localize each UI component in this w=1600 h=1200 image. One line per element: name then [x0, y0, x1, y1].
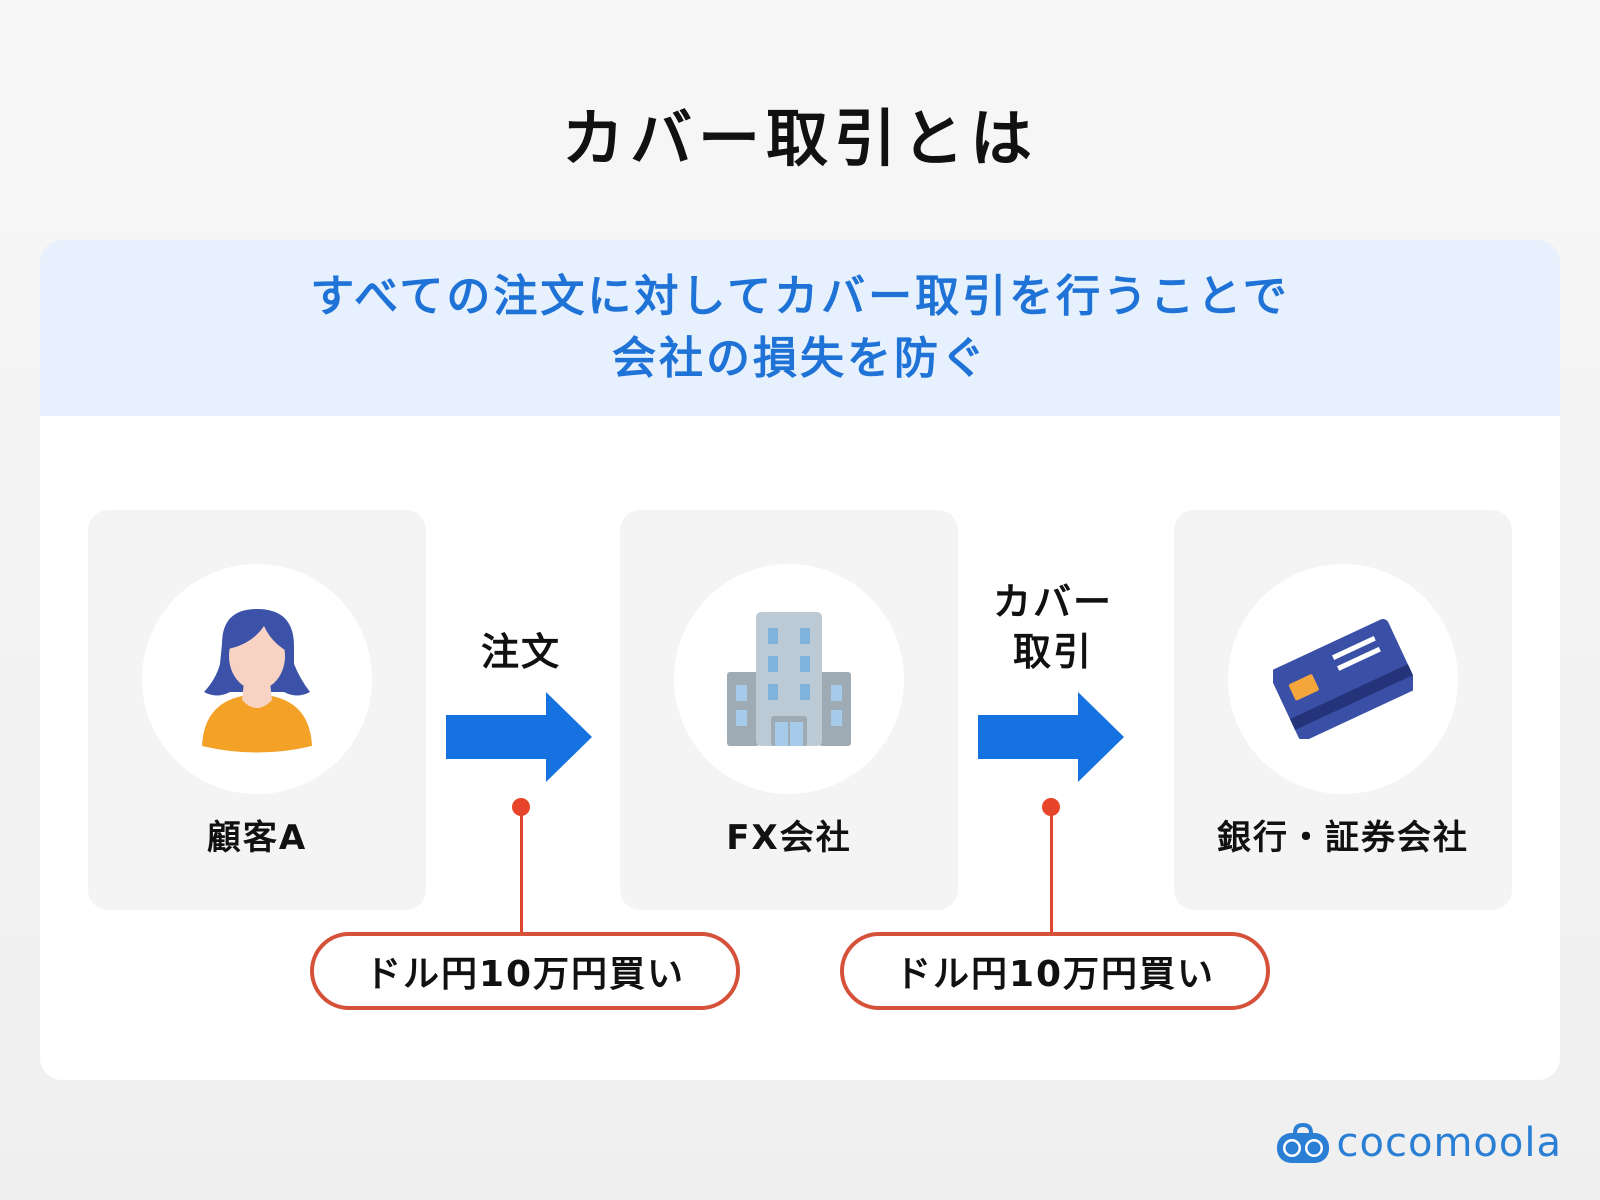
callout-cover-trade: ドル円10万円買い	[840, 932, 1270, 1010]
node-bank-securities: 銀行・証券会社	[1174, 510, 1512, 910]
customer-woman-icon	[202, 609, 312, 753]
logo-text: cocomoola	[1336, 1120, 1562, 1166]
office-building-icon	[727, 612, 851, 746]
callout-order: ドル円10万円買い	[310, 932, 740, 1010]
icon-circle	[674, 564, 904, 794]
right-arrow-icon	[978, 692, 1124, 782]
icon-circle	[142, 564, 372, 794]
icon-circle	[1228, 564, 1458, 794]
arrow-label-line-1: カバー	[992, 580, 1113, 624]
node-fx-company: FX会社	[620, 510, 958, 910]
order-arrow: 注文	[446, 626, 596, 786]
brand-logo: cocomoola	[1276, 1120, 1562, 1166]
banner-line-2: 会社の損失を防ぐ	[612, 333, 988, 384]
right-arrow-icon	[446, 692, 592, 782]
summary-banner: すべての注文に対してカバー取引を行うことで 会社の損失を防ぐ	[40, 240, 1560, 416]
arrow-label-line-2: 取引	[1012, 630, 1093, 674]
banner-line-1: すべての注文に対してカバー取引を行うことで	[310, 271, 1290, 322]
page-title: カバー取引とは	[561, 102, 1038, 175]
node-label: 銀行・証券会社	[1217, 818, 1469, 858]
connector-line	[520, 806, 523, 934]
node-label: FX会社	[726, 818, 852, 858]
diagram-panel: すべての注文に対してカバー取引を行うことで 会社の損失を防ぐ 顧客A 注文	[40, 240, 1560, 1080]
credit-card-icon	[1273, 619, 1413, 739]
node-label: 顧客A	[206, 818, 308, 858]
arrow-label: 注文	[480, 630, 561, 674]
cocomoola-logo-icon	[1276, 1123, 1329, 1163]
node-customer: 顧客A	[88, 510, 426, 910]
cover-trade-arrow: カバー 取引	[978, 576, 1128, 786]
connector-line	[1050, 806, 1053, 934]
